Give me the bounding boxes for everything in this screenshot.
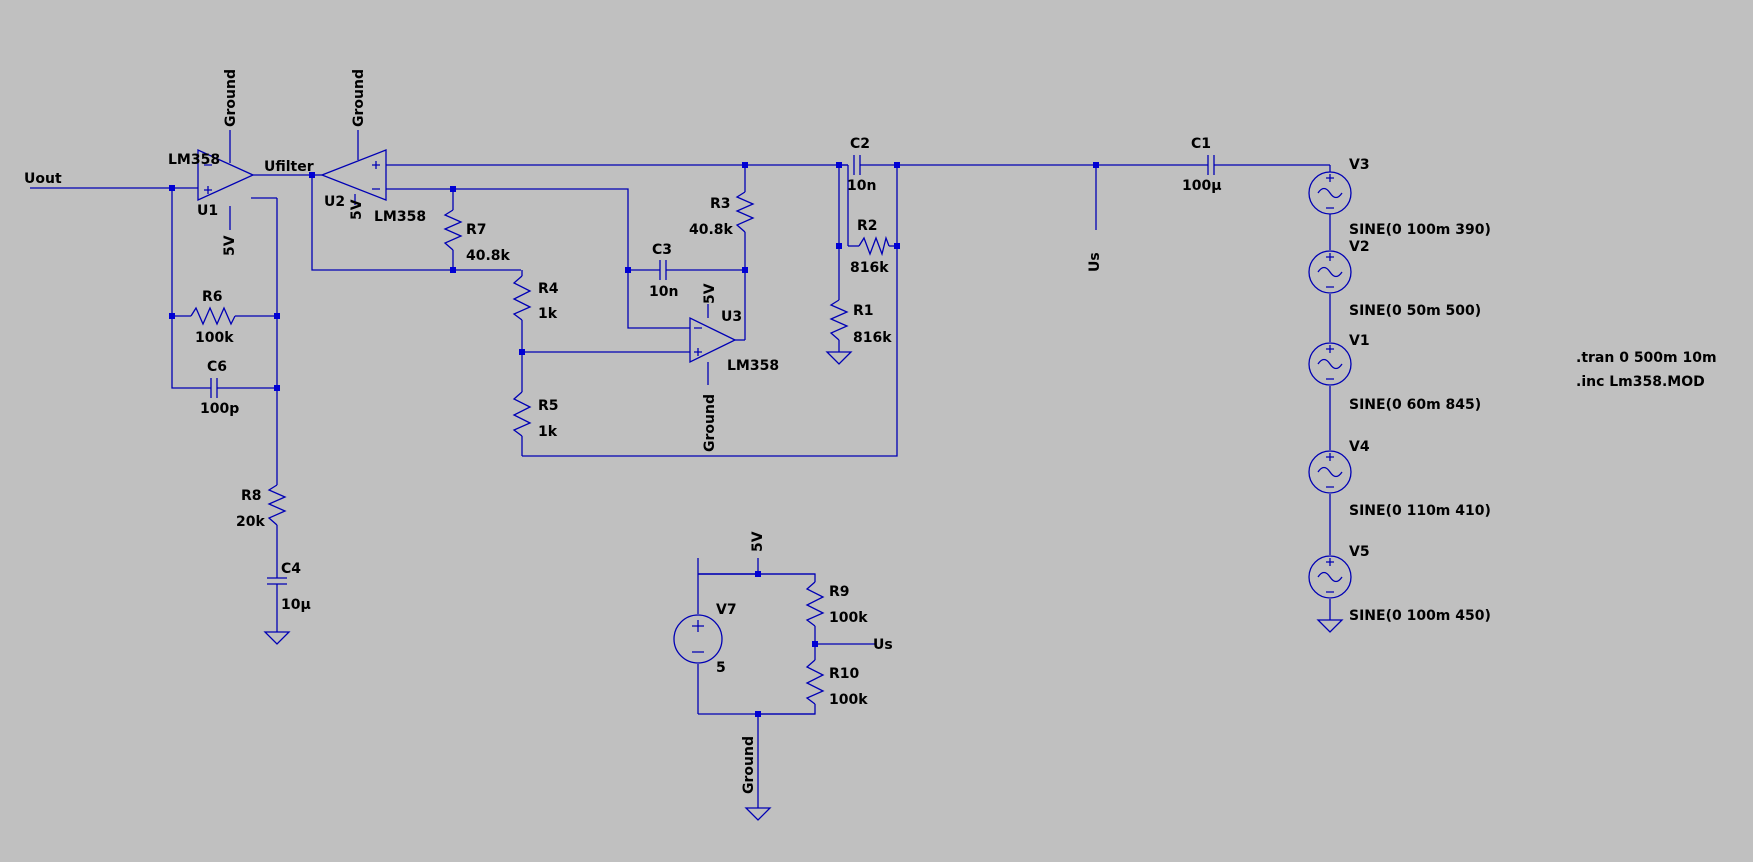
net-label-ground-u3: Ground — [702, 394, 718, 452]
net-label-5v-div: 5V — [750, 531, 766, 552]
r7-value: 40.8k — [466, 248, 511, 264]
ground-symbols — [263, 351, 1344, 821]
c4-value: 10µ — [281, 597, 311, 613]
net-label-ground-u2: Ground — [351, 69, 367, 127]
v3-value: SINE(0 100m 390) — [1349, 222, 1491, 238]
v4-value: SINE(0 110m 410) — [1349, 503, 1491, 519]
r6-value: 100k — [195, 330, 234, 346]
v2-value: SINE(0 50m 500) — [1349, 303, 1481, 319]
opamp-u1-name: U1 — [197, 203, 218, 219]
c2-name: C2 — [850, 136, 870, 152]
r10-name: R10 — [829, 666, 860, 682]
directive-inc[interactable]: .inc Lm358.MOD — [1576, 374, 1705, 390]
v5-value: SINE(0 100m 450) — [1349, 608, 1491, 624]
resistor-r8[interactable] — [267, 484, 287, 526]
v4-name: V4 — [1349, 439, 1370, 455]
net-label-uout: Uout — [24, 171, 62, 187]
v1-name: V1 — [1349, 333, 1370, 349]
resistor-r4[interactable] — [512, 275, 532, 321]
resistor-r10[interactable] — [805, 659, 825, 705]
resistor-r2[interactable] — [858, 235, 890, 257]
v7-value: 5 — [716, 660, 726, 676]
directive-tran[interactable]: .tran 0 500m 10m — [1576, 350, 1717, 366]
r3-value: 40.8k — [689, 222, 734, 238]
r2-value: 816k — [850, 260, 889, 276]
net-label-ground-u1: Ground — [223, 69, 239, 127]
source-v1[interactable] — [1308, 342, 1352, 386]
net-label-ufilter: Ufilter — [264, 159, 314, 175]
c4-name: C4 — [281, 561, 301, 577]
r5-value: 1k — [538, 424, 558, 440]
capacitor-c4[interactable] — [267, 577, 287, 594]
source-v3[interactable] — [1308, 171, 1352, 215]
opamp-u3[interactable] — [689, 316, 737, 364]
r3-name: R3 — [710, 196, 731, 212]
opamp-u3-name: U3 — [721, 309, 742, 325]
r8-value: 20k — [236, 514, 265, 530]
r7-name: R7 — [466, 222, 487, 238]
c6-name: C6 — [207, 359, 227, 375]
resistor-r3[interactable] — [735, 191, 755, 233]
wires — [30, 130, 1331, 778]
r5-name: R5 — [538, 398, 559, 414]
opamp-u1[interactable] — [197, 148, 255, 202]
opamp-u2-model: LM358 — [374, 209, 426, 225]
resistor-r6[interactable] — [190, 306, 236, 326]
v7-name: V7 — [716, 602, 737, 618]
net-label-us-mid: Us — [1087, 252, 1103, 272]
resistor-r1[interactable] — [829, 299, 849, 341]
c3-value: 10n — [649, 284, 678, 300]
resistor-r9[interactable] — [805, 581, 825, 627]
opamp-u2-name: U2 — [324, 194, 345, 210]
r2-name: R2 — [857, 218, 878, 234]
c1-value: 100µ — [1182, 178, 1222, 194]
v5-name: V5 — [1349, 544, 1370, 560]
v3-name: V3 — [1349, 157, 1370, 173]
resistor-r7[interactable] — [443, 209, 463, 251]
r6-name: R6 — [202, 289, 223, 305]
net-label-5v-u1: 5V — [222, 235, 238, 256]
r8-name: R8 — [241, 488, 262, 504]
source-v5[interactable] — [1308, 555, 1352, 599]
junctions — [169, 162, 1099, 717]
opamp-u2[interactable] — [320, 149, 387, 201]
capacitor-c1[interactable] — [1207, 155, 1215, 175]
r10-value: 100k — [829, 692, 868, 708]
r9-name: R9 — [829, 584, 850, 600]
v2-name: V2 — [1349, 239, 1370, 255]
capacitor-c6[interactable] — [201, 378, 227, 398]
resistor-r5[interactable] — [512, 391, 532, 437]
opamp-u3-model: LM358 — [727, 358, 779, 374]
c3-name: C3 — [652, 242, 672, 258]
source-v7[interactable] — [673, 614, 723, 664]
r1-value: 816k — [853, 330, 892, 346]
c6-value: 100p — [200, 401, 239, 417]
c2-value: 10n — [847, 178, 876, 194]
capacitor-c3[interactable] — [659, 260, 667, 280]
r4-value: 1k — [538, 306, 558, 322]
r9-value: 100k — [829, 610, 868, 626]
c1-name: C1 — [1191, 136, 1211, 152]
opamp-u1-model: LM358 — [168, 152, 220, 168]
net-label-ground-v7: Ground — [741, 736, 757, 794]
r1-name: R1 — [853, 303, 874, 319]
capacitor-c2[interactable] — [853, 155, 861, 175]
net-label-us-div: Us — [873, 637, 893, 653]
net-label-5v-u3: 5V — [702, 283, 718, 304]
source-v4[interactable] — [1308, 450, 1352, 494]
r4-name: R4 — [538, 281, 559, 297]
source-v2[interactable] — [1308, 250, 1352, 294]
net-label-5v-u2: 5V — [349, 199, 365, 220]
v1-value: SINE(0 60m 845) — [1349, 397, 1481, 413]
